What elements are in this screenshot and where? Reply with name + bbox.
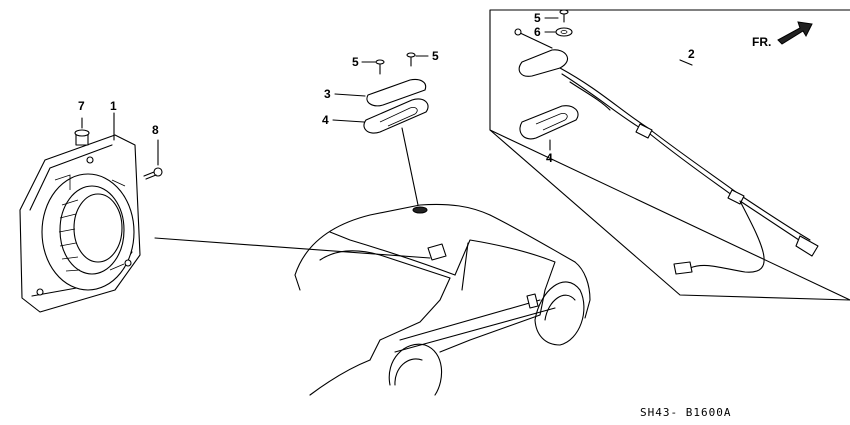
antenna-assembly (514, 28, 819, 275)
screw-8 (143, 139, 163, 180)
label-5-left: 5 (352, 55, 359, 69)
washer-6 (544, 27, 573, 37)
leader-roof-base (401, 127, 419, 206)
label-4-upper: 4 (322, 113, 329, 127)
speaker-bracket (19, 134, 141, 313)
label-1: 1 (110, 99, 117, 113)
label-5-right: 5 (432, 49, 439, 63)
label-8: 8 (152, 123, 159, 137)
label-6: 6 (534, 25, 541, 39)
leader-bracket-to-car (154, 237, 431, 259)
label-3: 3 (324, 87, 331, 101)
label-4-lower: 4 (546, 151, 553, 165)
antenna-pad-4-lower (519, 105, 579, 151)
diagram-code: SH43- B1600A (640, 406, 731, 419)
label-2: 2 (688, 47, 695, 61)
label-7: 7 (78, 99, 85, 113)
screw-5-right (406, 52, 429, 67)
front-direction-arrow-icon (777, 21, 813, 45)
car-body (294, 203, 591, 396)
front-direction-label: FR. (752, 35, 771, 49)
antenna-kit-outline (489, 9, 850, 301)
roof-base-cover-3 (334, 78, 427, 107)
screw-5-left (361, 59, 385, 75)
screw-5-top (544, 9, 569, 23)
grommet-7 (74, 117, 90, 146)
label-5-top: 5 (534, 11, 541, 25)
roof-base-pad-4-upper (332, 98, 429, 134)
